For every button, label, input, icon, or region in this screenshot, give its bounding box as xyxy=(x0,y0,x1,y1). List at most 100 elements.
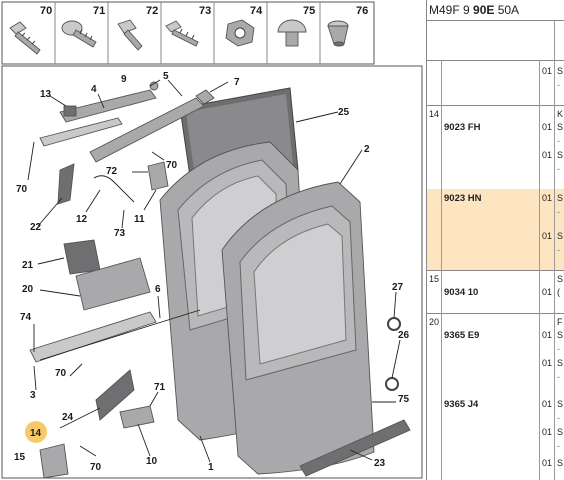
parts-diagram: 70 71 72 73 74 75 76 xyxy=(1,1,423,479)
reference-header-prefix: M49F 9 xyxy=(429,3,474,17)
part-20-shape xyxy=(75,257,151,311)
row-dash: - xyxy=(557,372,560,382)
row0-qty: 01 xyxy=(542,66,553,76)
row-tail: S xyxy=(557,399,564,409)
row-tail: S xyxy=(557,193,564,203)
row-dash: - xyxy=(557,413,560,423)
callout-15: 15 xyxy=(14,452,26,463)
fastener-strip: 70 71 72 73 74 75 76 xyxy=(1,1,375,65)
callout-22: 22 xyxy=(30,222,42,233)
row-tail: S xyxy=(557,427,564,437)
callout-4: 4 xyxy=(91,84,97,95)
row-dash: - xyxy=(557,245,560,255)
row-dash: - xyxy=(557,136,560,146)
table-row-group-9023HN-selected[interactable]: 9023 HN 01 S - 01 S - xyxy=(427,189,564,271)
row-qty: 01 xyxy=(542,150,553,160)
part-3-line xyxy=(39,309,201,361)
washer-26-shape xyxy=(385,377,399,391)
nut-74-icon xyxy=(225,19,255,47)
table-row-group-20[interactable]: 20 9365 E9 9365 J4 F 01 S - 01 S - 01 S … xyxy=(427,313,564,480)
callout-70-left: 70 xyxy=(16,184,28,195)
fastener-label-75: 75 xyxy=(303,5,315,17)
part-7-shape xyxy=(195,89,215,105)
group-number: 20 xyxy=(429,317,440,327)
callout-70-lower: 70 xyxy=(90,462,102,473)
screw-73-icon xyxy=(165,20,199,47)
row-qty: 01 xyxy=(542,287,553,297)
bolt-71-icon xyxy=(61,20,97,48)
callout-2: 2 xyxy=(364,144,370,155)
callout-27: 27 xyxy=(392,282,404,293)
callout-10: 10 xyxy=(146,456,158,467)
callout-70-mid: 70 xyxy=(55,368,67,379)
part-21-shape xyxy=(63,239,101,275)
reference-header: M49F 9 90E 50A xyxy=(427,0,564,21)
bolt-72-icon xyxy=(117,19,143,51)
row-tail: ( xyxy=(557,287,560,297)
callout-9: 9 xyxy=(121,74,127,85)
parts-reference-table: M49F 9 90E 50A 01 S - 14 9023 FH K 01 S … xyxy=(426,0,564,480)
part-10-shape xyxy=(119,405,155,429)
part-reference[interactable]: 9034 10 xyxy=(444,287,479,298)
fastener-label-76: 76 xyxy=(356,5,368,17)
row-dash: - xyxy=(557,441,560,451)
part-reference[interactable]: 9365 J4 xyxy=(444,399,479,410)
reference-header-bold: 90E xyxy=(473,3,495,17)
callout-75: 75 xyxy=(398,394,410,405)
row-tail: S xyxy=(557,150,564,160)
callout-74: 74 xyxy=(20,312,32,323)
table-row-group-14[interactable]: 14 9023 FH K 01 S - 01 S - xyxy=(427,105,564,190)
callout-24: 24 xyxy=(62,412,74,423)
part-13-shape xyxy=(63,105,77,117)
clip-75-icon xyxy=(277,19,307,47)
row-tail: S xyxy=(557,330,564,340)
row-qty: 01 xyxy=(542,231,553,241)
part-24-shape xyxy=(95,369,135,421)
row-tail: S xyxy=(557,458,564,468)
row0-tail: S xyxy=(557,66,564,76)
row-dash: - xyxy=(557,207,560,217)
callout-7: 7 xyxy=(234,77,240,88)
row-dash: - xyxy=(557,344,560,354)
rail-4-shape xyxy=(59,89,157,123)
door-panel-2 xyxy=(221,181,375,475)
callout-73: 73 xyxy=(114,228,126,239)
callout-14: 14 xyxy=(30,428,42,439)
fastener-label-70: 70 xyxy=(40,5,52,17)
callout-23: 23 xyxy=(374,458,386,469)
callout-5: 5 xyxy=(163,71,169,82)
callout-21: 21 xyxy=(22,260,34,271)
row-qty: 01 xyxy=(542,427,553,437)
bush-76-icon xyxy=(327,20,349,47)
washer-27-shape xyxy=(387,317,401,331)
row-tail: F xyxy=(557,317,563,327)
part-reference[interactable]: 9023 FH xyxy=(444,122,481,133)
part-23-shape xyxy=(299,419,411,477)
callout-71: 71 xyxy=(154,382,166,393)
fastener-label-72: 72 xyxy=(146,5,158,17)
callout-1: 1 xyxy=(208,462,214,473)
row-qty: 01 xyxy=(542,330,553,340)
row-qty: 01 xyxy=(542,399,553,409)
callout-72: 72 xyxy=(106,166,118,177)
row-qty: 01 xyxy=(542,122,553,132)
part-11-shape xyxy=(147,161,169,191)
group-number: 14 xyxy=(429,109,440,119)
table-subheader xyxy=(427,21,564,61)
callout-25: 25 xyxy=(338,107,350,118)
screw-70-icon xyxy=(9,21,41,55)
callout-6: 6 xyxy=(155,284,161,295)
part-3-shape xyxy=(29,311,157,363)
table-row-group-15[interactable]: 15 9034 10 S 01 ( xyxy=(427,270,564,314)
row-qty: 01 xyxy=(542,458,553,468)
rail-lower-shape xyxy=(39,117,123,147)
part-reference[interactable]: 9365 E9 xyxy=(444,330,480,341)
row-qty: 01 xyxy=(542,358,553,368)
part-reference[interactable]: 9023 HN xyxy=(444,193,482,204)
callout-70-upper: 70 xyxy=(166,160,178,171)
fastener-label-73: 73 xyxy=(199,5,211,17)
callout-20: 20 xyxy=(22,284,34,295)
callout-numbers: 9 5 7 13 4 25 2 70 72 11 12 73 70 22 21 … xyxy=(14,71,410,473)
leader-lines xyxy=(27,79,401,463)
callout-26: 26 xyxy=(398,330,410,341)
